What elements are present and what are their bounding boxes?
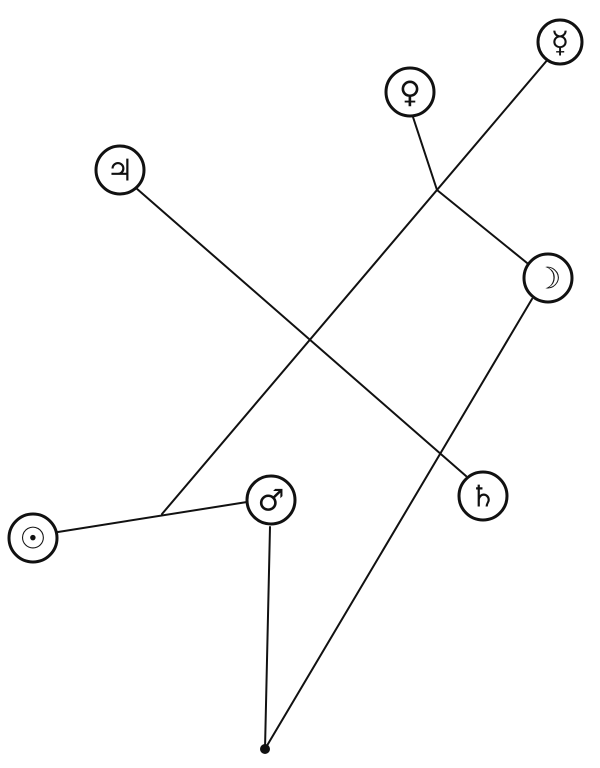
node-venus: ♀ <box>384 66 436 118</box>
node-mercury: ☿ <box>536 18 584 66</box>
edge-venus-to-junction <box>411 113 438 191</box>
endpoint-dot <box>260 744 270 754</box>
edge-mercury-to-sun-path <box>161 57 550 515</box>
node-sun: ☉ <box>7 512 59 564</box>
sun-symbol-icon: ☉ <box>20 522 47 557</box>
mercury-symbol-icon: ☿ <box>551 26 569 61</box>
mars-symbol-icon: ♂ <box>258 484 285 519</box>
node-mars: ♂ <box>245 474 297 526</box>
venus-symbol-icon: ♀ <box>399 76 421 111</box>
saturn-symbol-icon: ♄ <box>470 480 497 515</box>
edge-sun-to-mars <box>57 501 248 533</box>
edge-jupiter-to-saturn <box>135 187 467 477</box>
jupiter-symbol-icon: ♃ <box>107 154 134 189</box>
node-moon: ☽ <box>522 252 574 304</box>
edge-moon-to-endpoint <box>264 298 533 750</box>
edge-mars-to-endpoint <box>264 526 271 750</box>
moon-symbol-icon: ☽ <box>535 262 562 297</box>
node-saturn: ♄ <box>457 470 509 522</box>
node-jupiter: ♃ <box>94 144 146 196</box>
edge-junction-to-moon <box>436 189 533 268</box>
